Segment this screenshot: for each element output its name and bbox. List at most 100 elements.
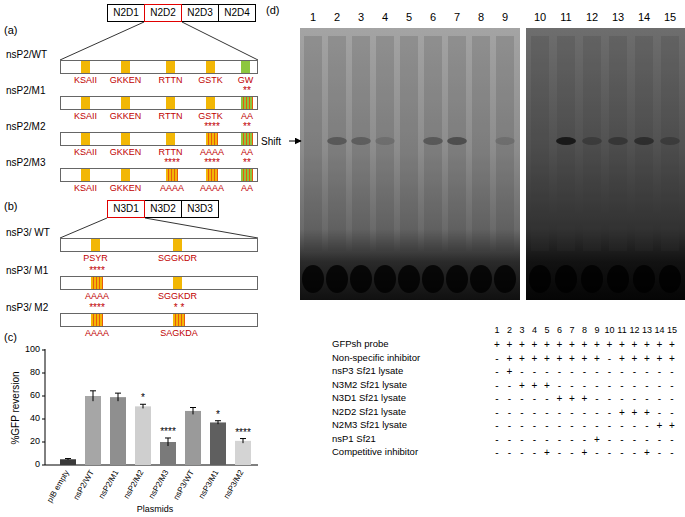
motif-label: AAAA: [160, 183, 184, 193]
construct-name: nsP2/M2: [6, 121, 45, 133]
free-probe-band: [398, 265, 420, 293]
category-label: nsP2/M2: [123, 469, 146, 501]
table-cell: -: [608, 420, 611, 431]
table-cell: -: [570, 447, 573, 458]
motif-label: SGGKDR: [158, 253, 197, 263]
domain-label: N3D1: [113, 203, 139, 215]
free-probe-band: [470, 265, 492, 293]
table-cell: -: [645, 366, 648, 377]
shift-band: [608, 137, 628, 145]
axis-title: Plasmids: [137, 505, 174, 515]
free-probe-band: [529, 265, 551, 293]
tick-label: 80: [30, 368, 40, 378]
table-cell: -: [558, 379, 561, 390]
table-cell: -: [533, 406, 536, 417]
gel-lane: [661, 36, 679, 251]
table-cell: -: [645, 420, 648, 431]
free-probe-band: [581, 265, 603, 293]
shift-band: [447, 137, 467, 145]
lane-number: 11: [560, 11, 571, 23]
table-cell: +: [507, 366, 513, 377]
error-bar: [118, 393, 119, 401]
error-cap: [165, 437, 171, 438]
table-cell: -: [595, 366, 598, 377]
shift-band: [495, 137, 515, 145]
table-cell: -: [670, 447, 673, 458]
zoom-line: [182, 22, 258, 60]
axis-tick: [42, 465, 45, 466]
band-label: Shift: [261, 136, 281, 147]
motif-label: SAGKDA: [160, 328, 198, 338]
motif-box: RTTN: [166, 97, 175, 109]
table-cell: -: [520, 433, 523, 444]
motif-label: KSAII: [74, 183, 97, 193]
table-cell: -: [570, 433, 573, 444]
motif-box: **AA: [241, 97, 253, 109]
construct-name: nsP3/ WT: [6, 227, 50, 239]
mutation-mark: **: [243, 123, 251, 131]
table-cell: -: [545, 420, 548, 431]
table-cell: +: [632, 352, 638, 363]
protein-bar: nsP3/ M1****AAAASGGKDR: [60, 276, 258, 290]
protein-bar: nsP3/ WTPSYRSGGKDR: [60, 238, 258, 252]
table-cell: -: [658, 406, 661, 417]
shift-band: [582, 137, 602, 145]
table-cell: -: [608, 379, 611, 390]
protein-bar: nsP3/ M2****AAAA* *SAGKDA: [60, 313, 258, 327]
motif-box: GKKEN: [121, 97, 130, 109]
zoom-line: [145, 218, 258, 238]
table-cell: -: [533, 366, 536, 377]
table-cell: +: [669, 420, 675, 431]
table-cell: -: [508, 420, 511, 431]
table-header: 12: [629, 326, 639, 336]
table-cell: -: [570, 379, 573, 390]
table-cell: -: [645, 433, 648, 444]
motif-box: ****AAAA: [91, 314, 103, 326]
table-cell: +: [544, 339, 550, 350]
motif-box: **AA: [241, 133, 253, 145]
table-cell: +: [582, 352, 588, 363]
lane-number: 9: [502, 11, 508, 23]
mutation-mark: ****: [204, 123, 220, 131]
domain-box: N3D1: [107, 200, 145, 218]
chart-bar: [135, 406, 151, 465]
table-header: 3: [519, 326, 524, 336]
motif-box: ****AAAA: [91, 277, 103, 289]
y-axis: [45, 349, 46, 465]
chart-bar: [235, 441, 251, 465]
axis-title: %GFP reversion: [10, 371, 21, 444]
domain-label: N3D3: [187, 203, 213, 215]
table-cell: -: [620, 366, 623, 377]
error-bar: [243, 439, 244, 444]
table-header: 11: [617, 326, 626, 336]
table-cell: +: [644, 406, 650, 417]
motif-label: AAAA: [85, 328, 109, 338]
free-probe-band: [607, 265, 629, 293]
table-cell: -: [583, 433, 586, 444]
table-cell: -: [670, 393, 673, 404]
chart-bar: [185, 411, 201, 465]
construct-name: nsP3/ M2: [6, 302, 48, 314]
protein-bar: nsP2/M1KSAIIGKKENRTTNGSTK**AA: [60, 96, 258, 110]
table-cell: +: [544, 379, 550, 390]
lane-number: 15: [664, 11, 676, 23]
table-cell: +: [557, 352, 563, 363]
table-cell: -: [570, 366, 573, 377]
table-cell: +: [632, 339, 638, 350]
category-label: nsP3/M1: [198, 469, 221, 501]
table-cell: -: [508, 433, 511, 444]
table-cell: -: [608, 406, 611, 417]
error-bar: [93, 391, 94, 401]
table-cell: -: [495, 366, 498, 377]
table-cell: -: [495, 352, 498, 363]
motif-label: GSTK: [198, 111, 223, 121]
lane-number: 12: [586, 11, 598, 23]
gel-lane: [496, 36, 514, 251]
table-cell: +: [644, 339, 650, 350]
table-cell: -: [495, 420, 498, 431]
table-cell: +: [582, 393, 588, 404]
table-cell: -: [608, 352, 611, 363]
table-cell: +: [657, 352, 663, 363]
gel-lane: [531, 36, 549, 251]
lane-number: 8: [478, 11, 484, 23]
